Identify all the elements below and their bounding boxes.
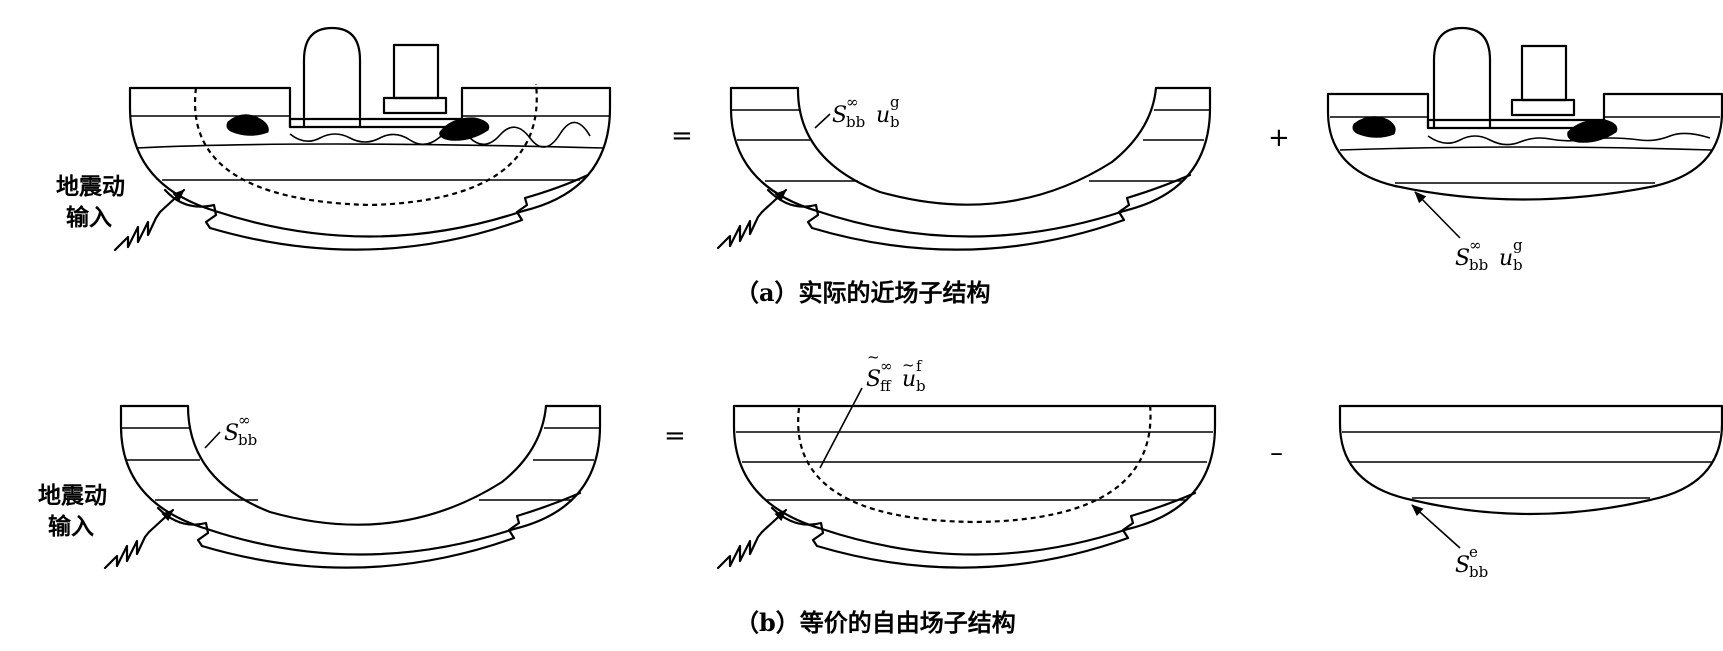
panel-a-near-field-actual — [113, 26, 612, 252]
svg-text:S: S — [866, 367, 881, 392]
caption-b: （b）等价的自由场子结构 — [735, 608, 1016, 637]
svg-text:S: S — [224, 421, 239, 446]
panel-b-free-field — [716, 387, 1217, 570]
label-S-tilde-ff-u-tilde-f: S ~ ∞ ff u ~ f b — [866, 348, 926, 395]
svg-text:g: g — [1513, 236, 1523, 254]
svg-text:bb: bb — [1469, 256, 1488, 274]
svg-text:∞: ∞ — [846, 93, 859, 111]
svg-text:b: b — [890, 113, 900, 131]
svg-text:u: u — [1499, 246, 1513, 271]
panel-a-infinite-cavity — [716, 86, 1212, 251]
svg-text:~: ~ — [867, 348, 880, 366]
equals-sign-b: = — [664, 421, 686, 451]
label-S-inf-bb-b: S ∞ bb — [224, 411, 257, 449]
svg-text:u: u — [902, 367, 916, 392]
label-S-inf-bb-u-g-right: S ∞ bb u g b — [1455, 236, 1523, 274]
svg-text:S: S — [1455, 553, 1470, 578]
equals-sign-a: = — [671, 121, 693, 151]
svg-text:∞: ∞ — [238, 411, 251, 429]
panel-b-infinite-cavity — [103, 404, 602, 570]
svg-text:ff: ff — [880, 377, 892, 395]
svg-text:g: g — [890, 93, 900, 111]
seismic-input-label-b-1: 地震动 — [38, 483, 107, 509]
label-S-e-bb: S e bb — [1455, 543, 1488, 581]
label-S-inf-bb-u-g-mid: S ∞ bb u g b — [832, 93, 900, 131]
minus-sign: – — [1270, 438, 1283, 468]
svg-text:b: b — [1513, 256, 1523, 274]
svg-text:bb: bb — [1469, 563, 1488, 581]
svg-text:~: ~ — [902, 356, 915, 374]
svg-text:bb: bb — [238, 431, 257, 449]
panel-a-finite-soil-structure — [1326, 26, 1723, 239]
svg-text:u: u — [876, 103, 890, 128]
svg-text:f: f — [916, 357, 923, 375]
svg-text:e: e — [1469, 543, 1478, 561]
caption-a: （a）实际的近场子结构 — [735, 278, 991, 307]
svg-text:∞: ∞ — [1469, 236, 1482, 254]
panel-b-finite-soil — [1338, 404, 1723, 549]
seismic-input-label-b-2: 输入 — [48, 513, 94, 540]
svg-text:∞: ∞ — [880, 357, 893, 375]
svg-text:S: S — [832, 103, 847, 128]
seismic-input-label-a-1: 地震动 — [56, 174, 125, 200]
svg-text:b: b — [916, 377, 926, 395]
plus-sign: + — [1268, 123, 1290, 153]
svg-text:S: S — [1455, 246, 1470, 271]
seismic-input-label-a-2: 输入 — [66, 204, 112, 231]
svg-text:bb: bb — [846, 113, 865, 131]
